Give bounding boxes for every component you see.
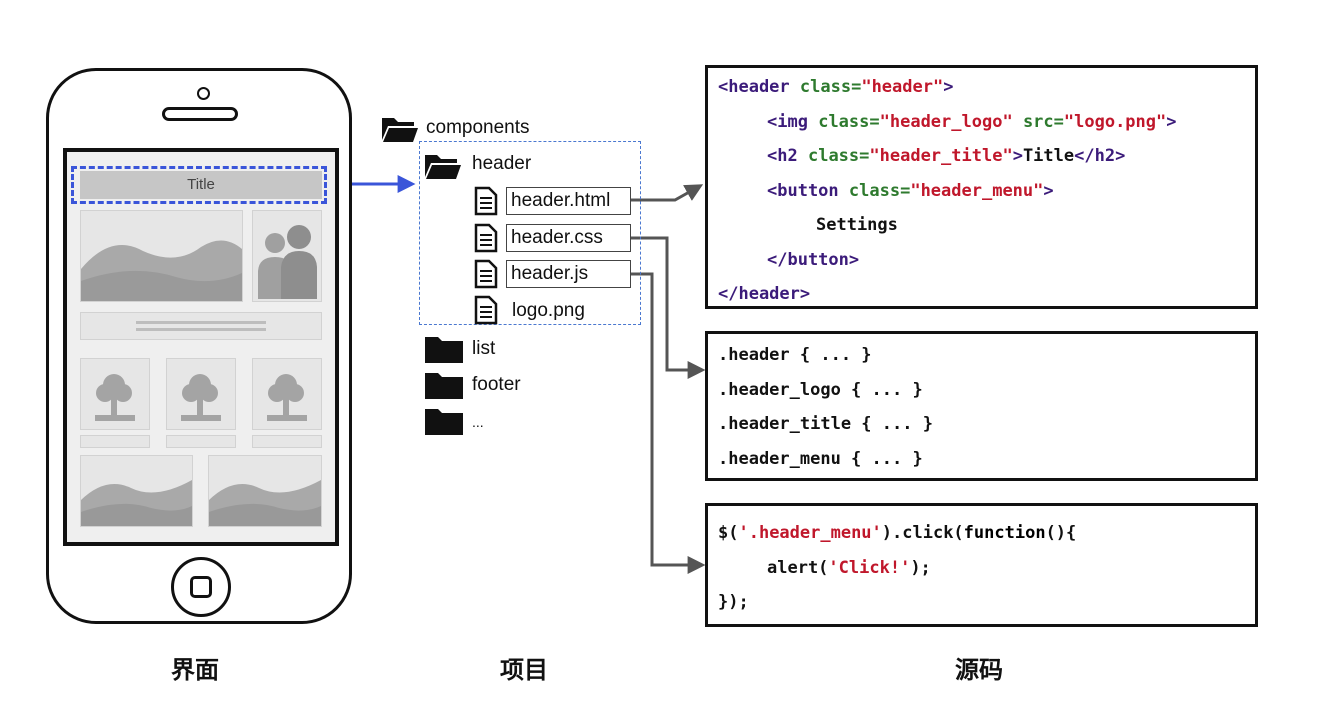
folder-open-icon	[425, 155, 461, 179]
js-code-line-2: alert('Click!');	[767, 557, 931, 578]
phone-home-button	[171, 557, 231, 617]
folder-closed-icon	[425, 337, 463, 363]
css-code-panel: .header { ... } .header_logo { ... } .he…	[705, 331, 1258, 481]
html-code-line-5: Settings	[816, 215, 898, 235]
html-code-line-2: <img class="header_logo" src="logo.png">	[767, 111, 1177, 132]
thumb-image-3	[252, 358, 322, 430]
css-code-line-4: .header_menu { ... }	[718, 448, 923, 469]
folder-header-label[interactable]: header	[472, 153, 532, 174]
file-logo-png[interactable]: logo.png	[512, 300, 585, 321]
thumb-caption-2	[166, 435, 236, 448]
html-code-line-4: <button class="header_menu">	[767, 180, 1054, 201]
folder-closed-icon	[425, 409, 463, 435]
tree-icon	[95, 374, 135, 421]
css-code-line-1: .header { ... }	[718, 345, 872, 365]
folder-components-label[interactable]: components	[426, 117, 530, 138]
bottom-image-1	[80, 455, 193, 527]
html-code-panel: <header class="header"> <img class="head…	[705, 65, 1258, 309]
caption-project: 项目	[500, 656, 548, 684]
html-code-line-6: </button>	[767, 249, 860, 270]
html-code-line-7: </header>	[718, 284, 811, 304]
thumb-caption-3	[252, 435, 322, 448]
text-strip-placeholder	[80, 312, 322, 340]
arrow-css-to-code	[631, 236, 706, 379]
file-icon	[474, 259, 498, 289]
people-icon	[258, 225, 317, 299]
tree-icon	[181, 374, 221, 421]
tree-icon	[267, 374, 307, 421]
phone-title-bar: Title	[80, 171, 322, 199]
css-code-line-3: .header_title { ... }	[718, 414, 933, 434]
thumb-image-2	[166, 358, 236, 430]
phone-speaker	[162, 107, 238, 121]
js-code-line-3: });	[718, 592, 749, 612]
folder-footer-label[interactable]: footer	[472, 374, 521, 395]
folder-closed-icon	[425, 373, 463, 399]
thumb-image-1	[80, 358, 150, 430]
html-code-line-3: <h2 class="header_title">Title</h2>	[767, 146, 1126, 166]
landscape-icon	[81, 240, 242, 301]
file-header-js[interactable]: header.js	[506, 260, 631, 288]
landscape-icon	[209, 480, 321, 526]
avatar-image-placeholder	[252, 210, 322, 302]
thumb-caption-1	[80, 435, 150, 448]
caption-ui: 界面	[171, 656, 219, 684]
folder-open-icon	[382, 118, 418, 142]
caption-source: 源码	[955, 656, 1003, 684]
file-icon	[474, 223, 498, 253]
js-code-line-1: $('.header_menu').click(function(){	[718, 523, 1077, 543]
css-code-line-2: .header_logo { ... }	[718, 379, 923, 400]
file-icon	[474, 295, 498, 325]
title-bar-highlight	[71, 166, 327, 204]
folder-list-label[interactable]: list	[472, 338, 496, 359]
file-header-css[interactable]: header.css	[506, 224, 631, 252]
html-code-line-1: <header class="header">	[718, 77, 954, 97]
phone-camera	[197, 87, 210, 100]
hero-image-placeholder	[80, 210, 243, 302]
file-icon	[474, 186, 498, 216]
file-header-html[interactable]: header.html	[506, 187, 631, 215]
arrow-js-to-code	[631, 272, 706, 574]
home-button-square	[190, 576, 212, 598]
bottom-image-2	[208, 455, 322, 527]
header-folder-highlight	[419, 141, 641, 325]
landscape-icon	[81, 480, 192, 526]
js-code-panel: $('.header_menu').click(function(){ aler…	[705, 503, 1258, 627]
folder-more-label[interactable]: ...	[472, 414, 484, 430]
arrow-html-to-code	[631, 184, 704, 202]
